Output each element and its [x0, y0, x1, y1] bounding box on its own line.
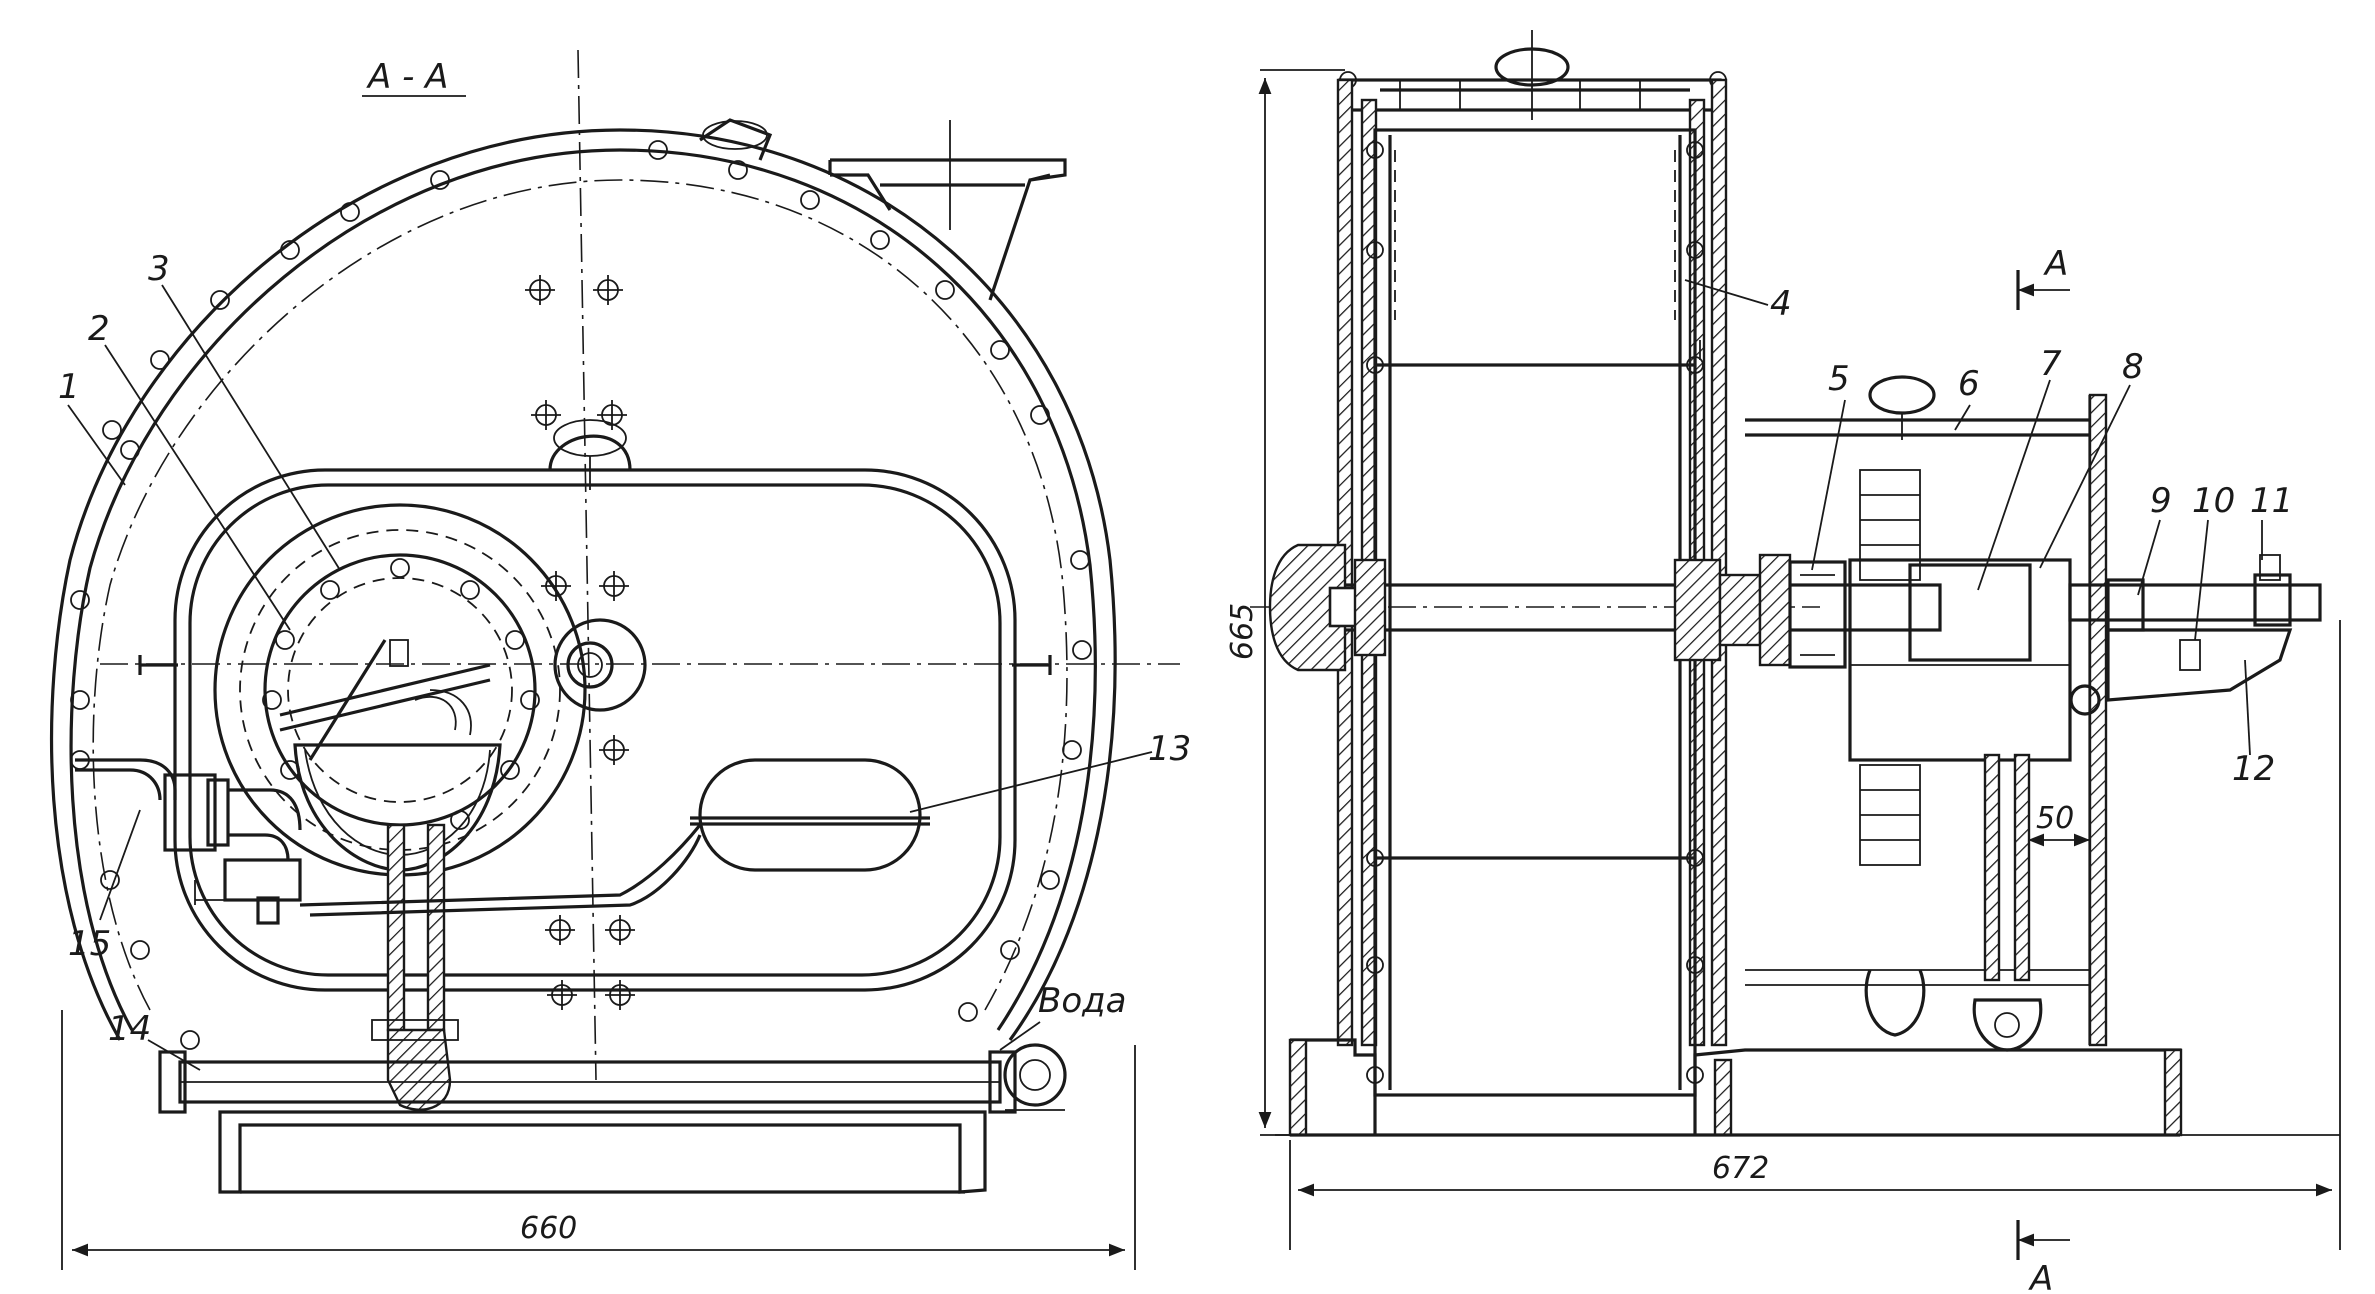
casing-bolt-holes — [70, 140, 1092, 1050]
output-shaft — [2068, 583, 2322, 622]
part-11: 11 — [2250, 481, 2293, 521]
section-title: A - A — [366, 57, 448, 97]
svg-text:A: A — [2043, 244, 2068, 284]
bracket — [2106, 628, 2293, 702]
section-marker-top: A — [2016, 244, 2070, 310]
top-nozzle — [699, 118, 773, 161]
svg-text:A: A — [2028, 1259, 2053, 1294]
part-14: 14 — [108, 1009, 151, 1049]
main-shaft — [1288, 583, 1942, 632]
water-label: Вода — [1038, 981, 1126, 1021]
float-chamber — [698, 758, 922, 872]
part-3: 3 — [148, 249, 170, 289]
dimension-660: 660 — [520, 1211, 577, 1246]
part-8: 8 — [2122, 347, 2144, 387]
impeller — [1848, 558, 2072, 762]
part-12: 12 — [2232, 749, 2275, 789]
fastener-marks — [525, 275, 635, 1010]
fan-drain-pipe — [1983, 753, 2001, 982]
part-1: 1 — [58, 367, 80, 407]
burner-ring — [213, 503, 587, 877]
inner-chamber — [173, 468, 1017, 992]
coupling — [1788, 560, 1847, 669]
dimension-665: 665 — [1225, 603, 1260, 660]
side-leaders — [1684, 279, 2263, 756]
outer-casing — [49, 128, 1117, 1041]
front-section-view: A - A — [49, 49, 1191, 1270]
base-frame — [218, 1110, 987, 1194]
side-base — [1290, 1038, 2182, 1135]
dimension-50: 50 — [2036, 801, 2074, 836]
drain-pipe — [386, 823, 406, 1032]
part-4: 4 — [1770, 284, 1792, 324]
drum-rivets — [1366, 141, 1704, 1084]
part-5: 5 — [1828, 359, 1850, 399]
side-section-view: 665 672 50 A A — [1225, 30, 2341, 1294]
part-2: 2 — [88, 309, 110, 349]
section-marker-bottom: A — [2016, 1220, 2070, 1294]
ring-holes — [262, 558, 540, 830]
fan-housing — [1745, 395, 2107, 1045]
feed-chute — [830, 158, 1067, 301]
fan-blades — [1859, 469, 1921, 866]
dimension-672: 672 — [1712, 1151, 1769, 1186]
part-7: 7 — [2040, 344, 2062, 384]
part-6: 6 — [1958, 364, 1980, 404]
front-leaders — [67, 284, 1153, 1071]
side-fitting — [75, 758, 177, 801]
part-9: 9 — [2150, 481, 2172, 521]
part-15: 15 — [68, 924, 111, 964]
drum-body — [1373, 128, 1697, 1097]
sight-glass — [553, 618, 647, 712]
part-13: 13 — [1148, 729, 1191, 769]
part-10: 10 — [2192, 481, 2235, 521]
middle-hub — [1673, 558, 1722, 662]
